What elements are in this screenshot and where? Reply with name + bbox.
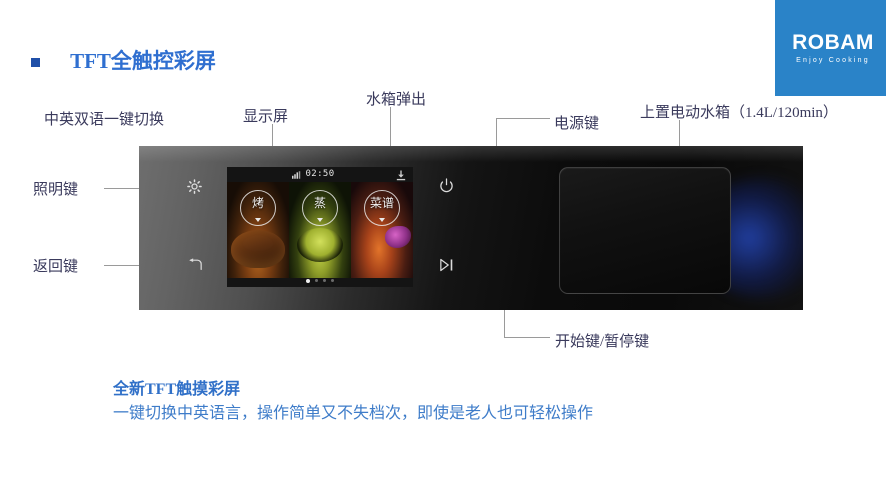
page-subtitle: 中英双语一键切换 <box>44 112 165 128</box>
leader-line-water-eject <box>390 107 391 172</box>
pager-dot[interactable] <box>331 279 334 282</box>
light-button[interactable] <box>187 179 202 194</box>
caption-body: 一键切换中英语言，操作简单又不失档次，即使是老人也可轻松操作 <box>113 405 594 422</box>
chevron-down-icon <box>317 218 323 222</box>
callout-label-water-tank: 上置电动水箱（1.4L/120min） <box>640 105 838 121</box>
play-pause-icon <box>440 258 453 272</box>
tile-ring <box>302 190 338 226</box>
callout-label-light: 照明键 <box>33 182 79 198</box>
caption-title: 全新TFT触摸彩屏 <box>113 381 241 398</box>
callout-label-power: 电源键 <box>554 116 600 132</box>
eject-icon[interactable] <box>396 170 406 181</box>
pager-dot[interactable] <box>306 278 310 283</box>
leader-line-light <box>104 188 172 189</box>
back-arrow-icon <box>189 258 202 271</box>
power-icon <box>440 178 453 193</box>
pager-dot[interactable] <box>323 279 326 282</box>
page-title: TFT全触控彩屏 <box>70 49 216 73</box>
signal-icon <box>292 171 301 179</box>
power-button[interactable] <box>439 178 454 193</box>
brand-logo-block: ROBAM Enjoy Cooking <box>775 0 886 96</box>
display-tile-label: 烤 <box>251 196 265 210</box>
display-clock: 02:50 <box>305 169 335 179</box>
chevron-down-icon <box>255 218 261 222</box>
callout-label-water-eject: 水箱弹出 <box>366 92 427 108</box>
tile-ring <box>240 190 276 226</box>
leader-line-start-pause-h2 <box>504 337 550 338</box>
chevron-down-icon <box>379 218 385 222</box>
display-pager[interactable] <box>227 276 413 285</box>
display-tile-label: 蒸 <box>313 196 327 210</box>
sun-icon <box>187 179 202 194</box>
display-tile-roast[interactable]: 烤 <box>227 182 289 278</box>
tile-ring <box>364 190 400 226</box>
brand-wordmark: ROBAM <box>792 31 874 54</box>
water-tank-door[interactable] <box>559 167 731 294</box>
pager-dot[interactable] <box>315 279 318 282</box>
appliance-control-panel: 02:50 烤 蒸 菜谱 <box>139 146 803 310</box>
tft-display[interactable]: 02:50 烤 蒸 菜谱 <box>227 167 413 287</box>
panel-sheen <box>139 146 803 162</box>
callout-label-back: 返回键 <box>33 259 79 275</box>
callout-label-start-pause: 开始键/暂停键 <box>555 334 650 350</box>
display-tile-steam[interactable]: 蒸 <box>289 182 351 278</box>
back-button[interactable] <box>187 258 203 271</box>
display-status-bar: 02:50 <box>227 167 413 182</box>
start-pause-button[interactable] <box>439 258 455 272</box>
brand-tagline: Enjoy Cooking <box>796 57 870 64</box>
headline-bullet-icon <box>31 58 40 67</box>
leader-line-back <box>104 265 172 266</box>
display-tile-recipes[interactable]: 菜谱 <box>351 182 413 278</box>
leader-line-power-h <box>496 118 550 119</box>
callout-label-display: 显示屏 <box>243 109 289 125</box>
display-tile-label: 菜谱 <box>369 196 395 210</box>
